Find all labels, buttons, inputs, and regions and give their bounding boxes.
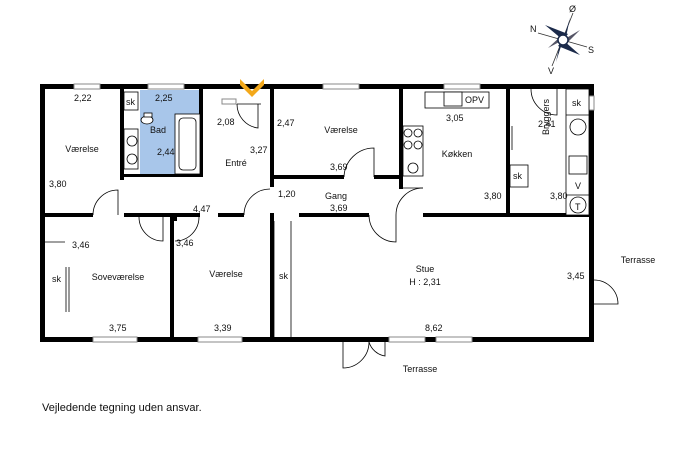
t-label: T xyxy=(575,202,581,212)
dim-label: 3,45 xyxy=(567,271,585,281)
compass-n: N xyxy=(530,24,537,34)
dim-label: 2,25 xyxy=(155,93,173,103)
room-label-entre: Entré xyxy=(225,158,247,168)
dim-label: 4,47 xyxy=(193,204,211,214)
room-label-bad: Bad xyxy=(150,125,166,135)
windows xyxy=(73,83,595,343)
compass-rose-icon: N S V Ø xyxy=(530,4,594,76)
room-label-sovevaerelse: Soveværelse xyxy=(92,272,145,282)
room-label-vaerelse-n: Værelse xyxy=(324,125,358,135)
dim-label: 3,80 xyxy=(550,191,568,201)
room-label-vaerelse-s: Værelse xyxy=(209,269,243,279)
sk-label: sk xyxy=(52,274,62,284)
sk-label: sk xyxy=(572,98,582,108)
v-label: V xyxy=(575,181,581,191)
sk-label: sk xyxy=(513,171,523,181)
dim-label: 3,80 xyxy=(49,179,67,189)
dim-label: 3,39 xyxy=(214,323,232,333)
stue-height: H : 2,31 xyxy=(409,277,441,287)
dim-label: 3,69 xyxy=(330,162,348,172)
dimension-labels: 2,22 2,25 2,44 3,80 2,08 3,27 2,47 3,69 … xyxy=(49,93,585,333)
door-swings xyxy=(45,88,619,369)
sk-label: sk xyxy=(126,97,136,107)
room-label-vaerelse-nw: Værelse xyxy=(65,144,99,154)
dim-label: 3,05 xyxy=(446,113,464,123)
dim-label: 2,08 xyxy=(217,117,235,127)
dim-label: 2,22 xyxy=(74,93,92,103)
dim-label: 2,44 xyxy=(157,147,175,157)
terrace-label-south: Terrasse xyxy=(403,364,438,374)
terrace-label-east: Terrasse xyxy=(621,255,656,265)
dim-label: 8,62 xyxy=(425,323,443,333)
entry-arrow-icon xyxy=(240,79,264,97)
sk-label: sk xyxy=(279,271,289,281)
interior-walls xyxy=(45,89,589,337)
room-label-gang: Gang xyxy=(325,191,347,201)
dim-label: 3,46 xyxy=(72,240,90,250)
opv-label: OPV xyxy=(465,95,484,105)
bathroom-fixtures xyxy=(123,91,201,175)
room-label-bryggers: Bryggers xyxy=(541,98,551,135)
fixture-labels: sk sk sk sk sk OPV V T xyxy=(52,95,582,284)
dim-label: 3,75 xyxy=(109,323,127,333)
kitchen-fixtures xyxy=(402,88,590,216)
dim-label: 2,41 xyxy=(538,119,556,129)
room-label-koekken: Køkken xyxy=(442,149,473,159)
compass-v: V xyxy=(548,66,554,76)
dim-label: 2,47 xyxy=(277,118,295,128)
exterior-walls xyxy=(40,84,594,342)
dim-label: 3,46 xyxy=(176,238,194,248)
disclaimer-text: Vejledende tegning uden ansvar. xyxy=(42,402,202,414)
dim-label: 3,80 xyxy=(484,191,502,201)
dim-label: 3,27 xyxy=(250,145,268,155)
room-label-stue: Stue xyxy=(416,264,435,274)
compass-s: S xyxy=(588,45,594,55)
compass-o: Ø xyxy=(569,4,576,14)
dim-label: 3,69 xyxy=(330,203,348,213)
dim-label: 1,20 xyxy=(278,189,296,199)
